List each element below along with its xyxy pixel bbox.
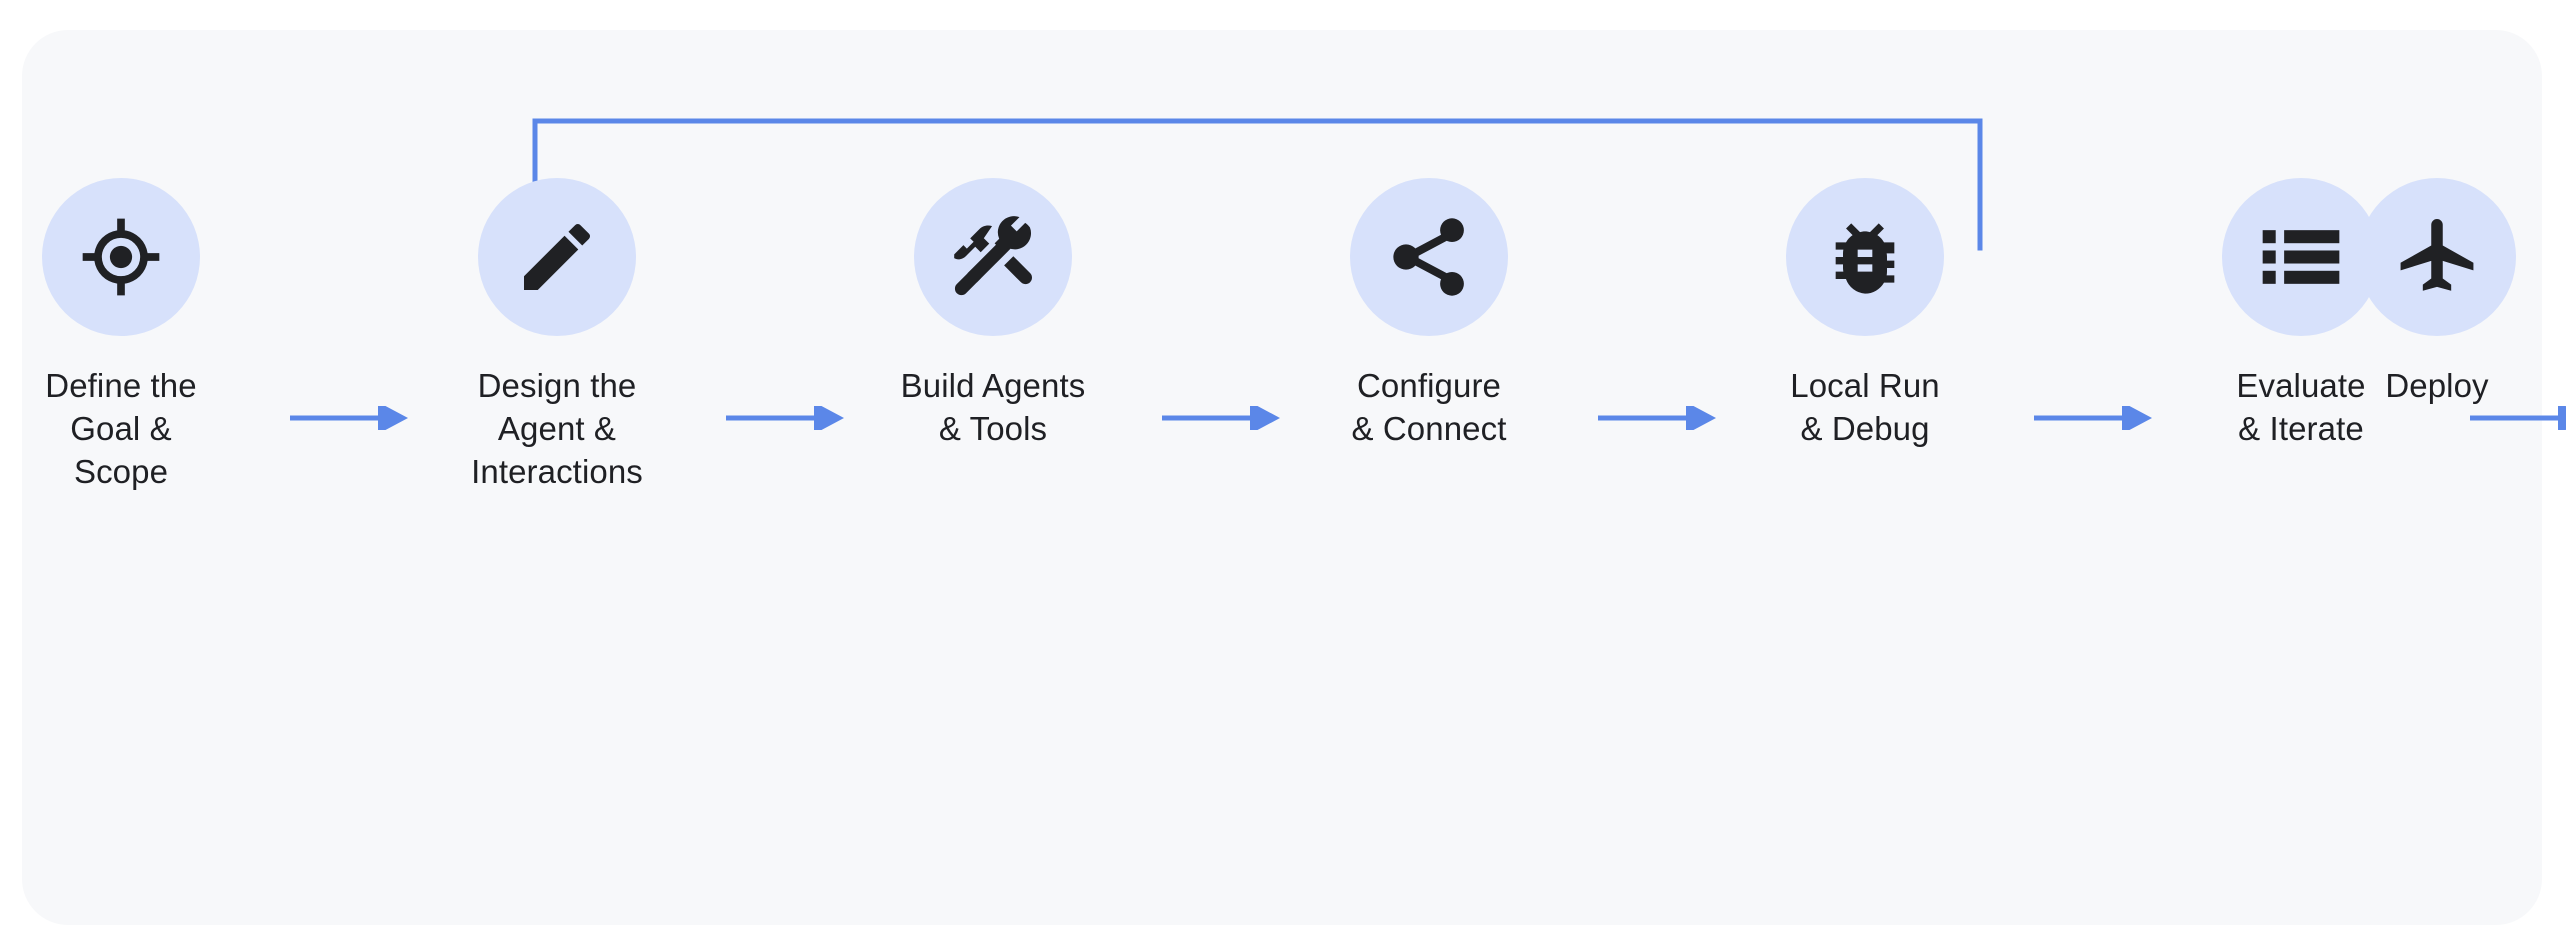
connector-3-4	[1162, 406, 1282, 430]
step-node-2[interactable]: Design the Agent & Interactions	[423, 178, 691, 493]
step-node-1[interactable]: Define the Goal & Scope	[0, 178, 255, 493]
connector-5-6	[2034, 406, 2154, 430]
step-6-label: Evaluate & Iterate	[2236, 367, 2366, 447]
step-node-6[interactable]: Evaluate & Iterate	[2167, 178, 2435, 450]
step-6-bubble[interactable]	[2222, 178, 2380, 336]
step-node-4[interactable]: Configure & Connect	[1295, 178, 1563, 450]
connector-6-7	[2470, 406, 2566, 430]
target-icon	[75, 211, 167, 303]
connector-4-5	[1598, 406, 1718, 430]
step-node-3[interactable]: Build Agents & Tools	[859, 178, 1127, 450]
step-2-label: Design the Agent & Interactions	[471, 367, 643, 490]
process-flow: Define the Goal & Scope Design the Agent…	[22, 30, 2566, 925]
step-3-bubble[interactable]	[914, 178, 1072, 336]
step-5-label: Local Run & Debug	[1790, 367, 1940, 447]
bug-icon	[1821, 213, 1909, 301]
step-7-label: Deploy	[2385, 367, 2489, 404]
hammer-wrench-icon	[947, 211, 1039, 303]
connector-2-3	[726, 406, 846, 430]
step-2-bubble[interactable]	[478, 178, 636, 336]
step-3-label: Build Agents & Tools	[900, 367, 1086, 447]
step-node-5[interactable]: Local Run & Debug	[1731, 178, 1999, 450]
step-5-bubble[interactable]	[1786, 178, 1944, 336]
pencil-icon	[513, 213, 601, 301]
step-4-bubble[interactable]	[1350, 178, 1508, 336]
connector-1-2	[290, 406, 410, 430]
step-node-7[interactable]: Deploy	[2303, 178, 2566, 407]
airplane-icon	[2391, 211, 2483, 303]
step-7-bubble[interactable]	[2358, 178, 2516, 336]
share-nodes-icon	[1383, 211, 1475, 303]
step-1-label: Define the Goal & Scope	[45, 367, 197, 490]
list-icon	[2255, 211, 2347, 303]
step-4-label: Configure & Connect	[1351, 367, 1507, 447]
step-1-bubble[interactable]	[42, 178, 200, 336]
